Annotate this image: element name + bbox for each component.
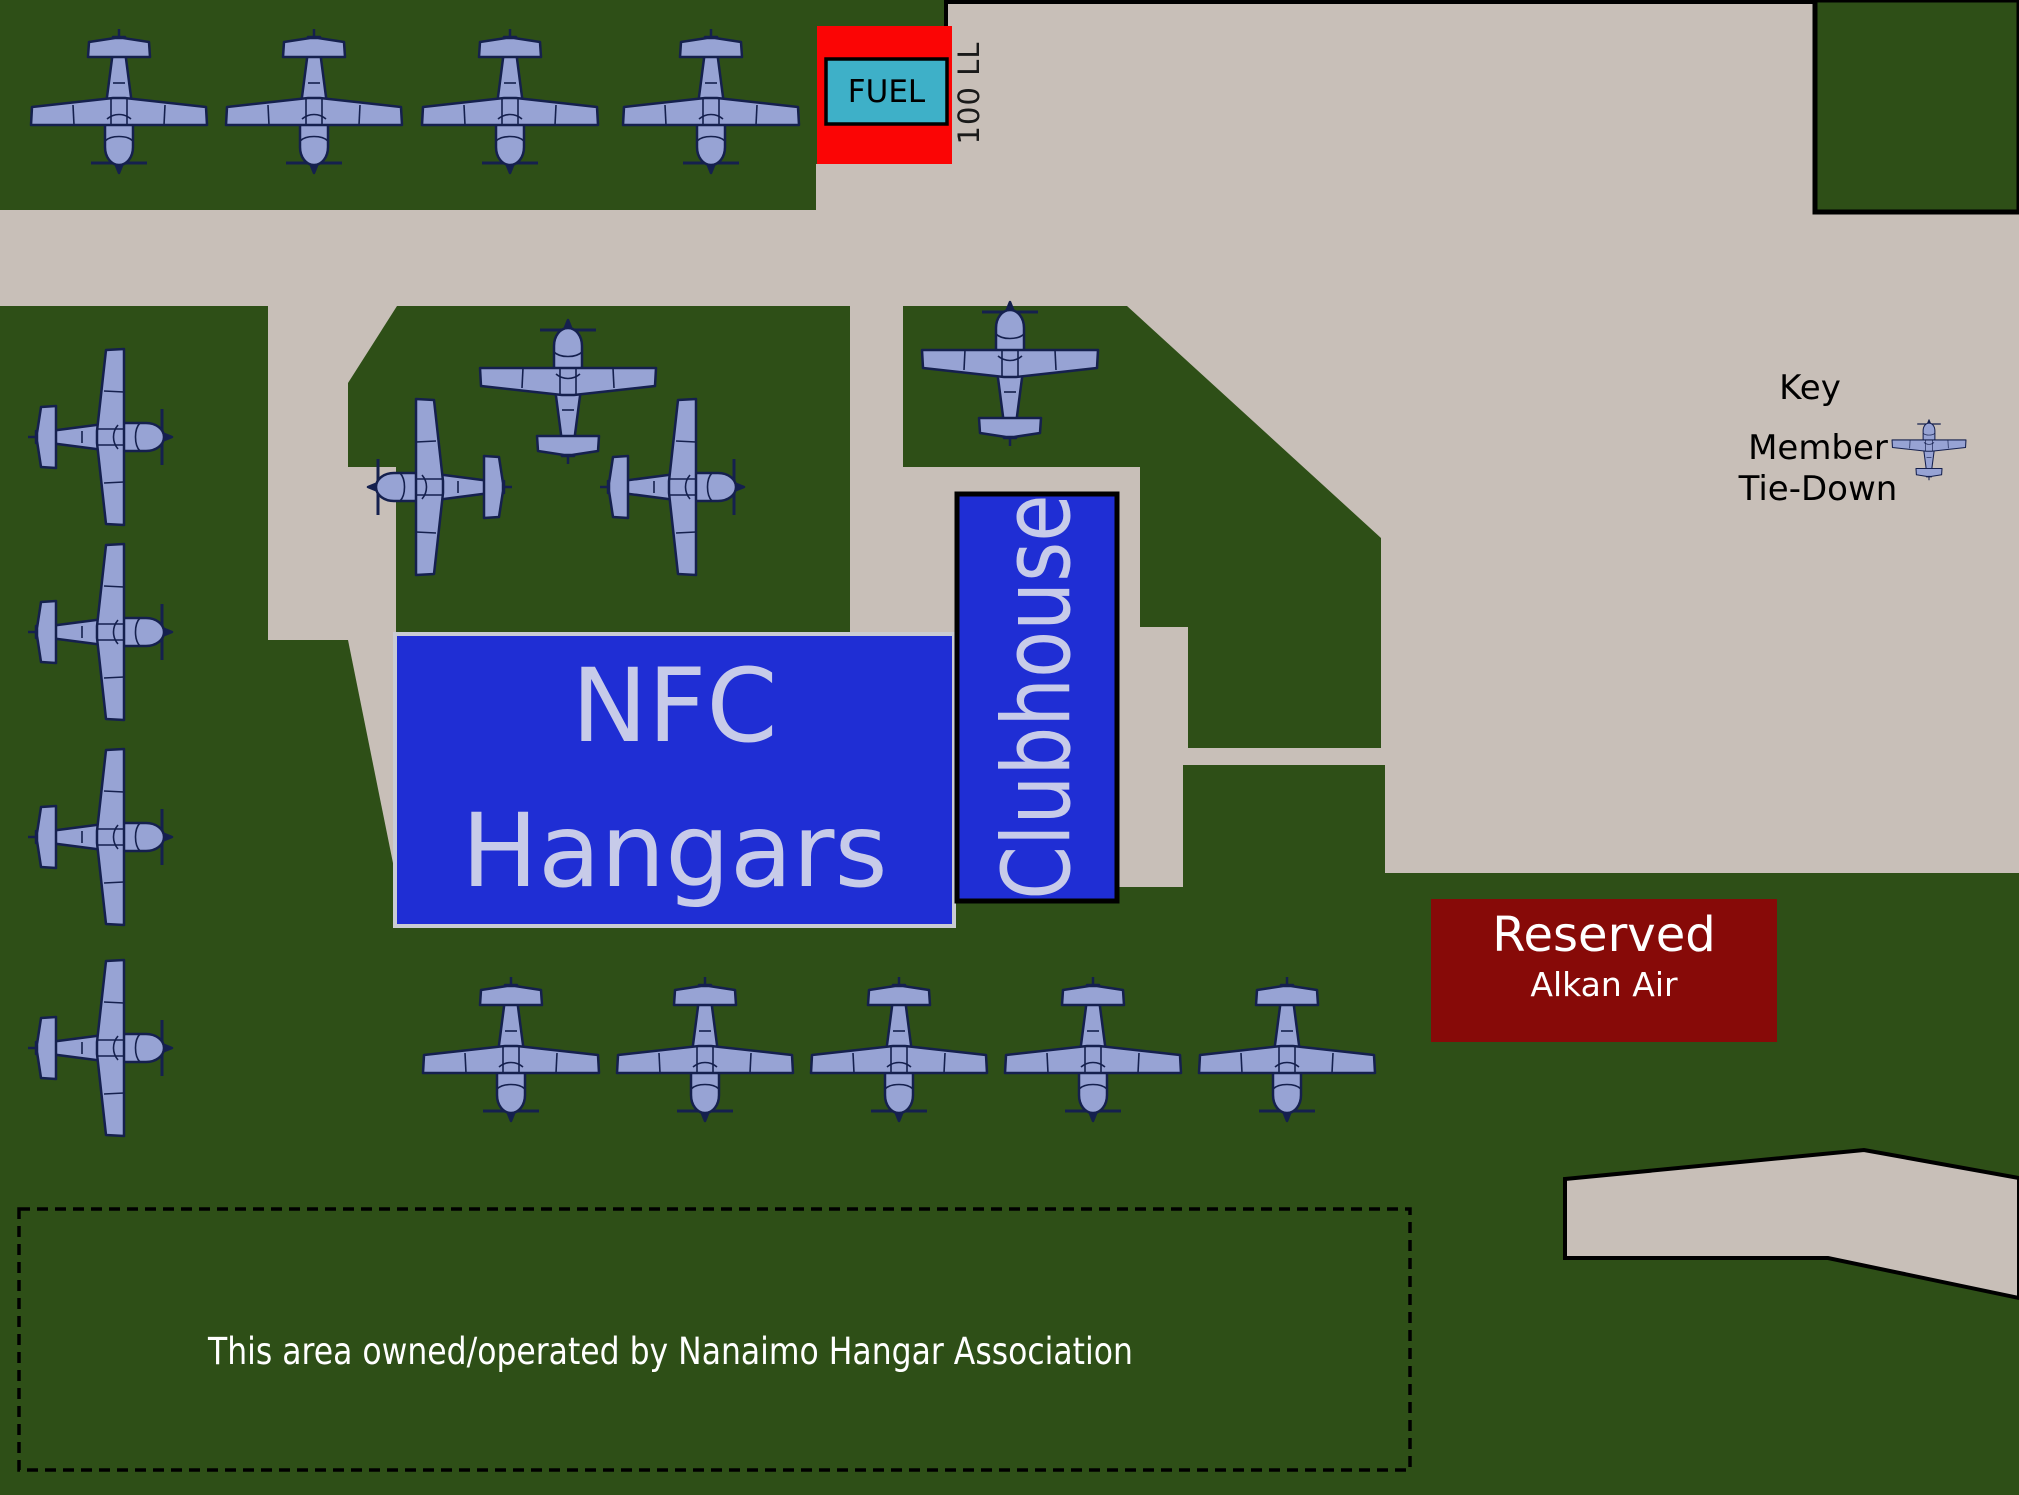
clubhouse-grass-wedge [903, 306, 1381, 748]
reserved-title: Reserved [1492, 907, 1716, 963]
west-taxiway [0, 210, 946, 306]
pavement-border-line [944, 0, 2019, 30]
fuel-grade-label: 100 LL [952, 41, 986, 145]
ownership-notice: This area owned/operated by Nanaimo Hang… [208, 1329, 1133, 1373]
fuel-sign-box [824, 57, 949, 126]
nfc-hangars-building [393, 632, 956, 928]
hangar-west-taxilane [268, 306, 397, 640]
legend-title: Key [1779, 368, 1841, 408]
northeast-grass-block [1812, 0, 2019, 215]
clubhouse-east-lane [1140, 627, 1183, 887]
fuel-apron-notch [816, 164, 946, 212]
north-apron [946, 0, 1815, 212]
reserved-sign: Reserved Alkan Air [1431, 899, 1777, 1042]
grass-islands [903, 306, 1385, 885]
legend-member-line1: Member [1748, 428, 1888, 468]
reserved-pad [1431, 899, 1777, 1042]
hangar-west-wedge [348, 467, 396, 878]
center-taxilane [850, 306, 947, 634]
legend-member-line2: Tie-Down [1738, 469, 1898, 509]
nfc-hangars-line1: NFC [571, 647, 778, 767]
clubhouse-building [954, 491, 1120, 904]
legend-member-tiedown: Member Tie-Down [1718, 428, 1918, 510]
grass-notch [1183, 765, 1385, 885]
runway-stub [1563, 1147, 2019, 1301]
association-boundary [17, 1207, 1412, 1472]
reserved-subtitle: Alkan Air [1530, 965, 1678, 1004]
nfc-hangars-line2: Hangars [461, 792, 888, 911]
clubhouse-label: Clubhouse [982, 494, 1092, 900]
fuel-label: FUEL [847, 73, 926, 110]
nfc-hangars-label: NFC Hangars [395, 634, 954, 926]
